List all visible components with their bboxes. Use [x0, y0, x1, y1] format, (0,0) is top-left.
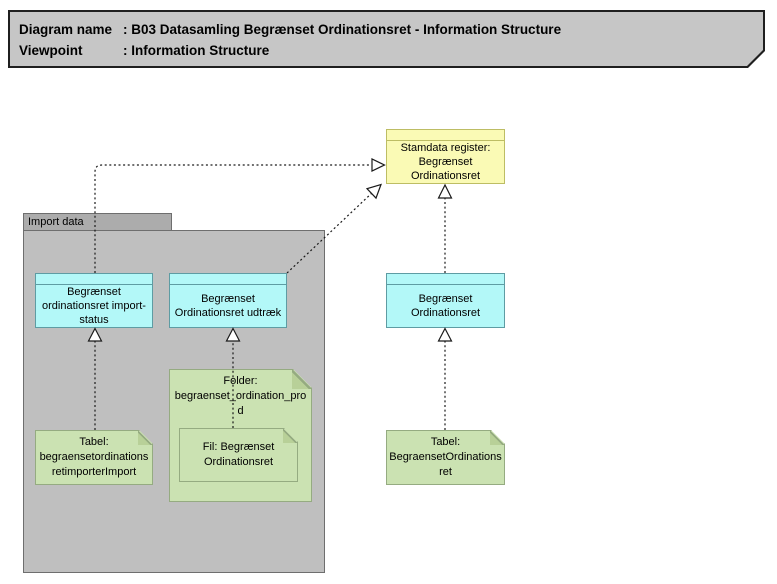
diagram-title-text: Diagram name : B03 Datasamling Begrænset …	[10, 12, 763, 66]
diagram-title-block: Diagram name : B03 Datasamling Begrænset …	[8, 10, 765, 68]
realization-arrowhead-icon	[365, 183, 382, 200]
note-fil-ordination-label: Fil: Begrænset Ordinationsret	[202, 441, 275, 468]
realization-arrowhead-icon	[437, 183, 453, 199]
node-udtraek-label: Begrænset Ordinationsret udtræk	[174, 293, 282, 319]
note-tabel-import: Tabel: begraensetordinationsretimporterI…	[35, 430, 153, 485]
note-tabel-import-label: Tabel: begraensetordinationsretimporterI…	[39, 436, 149, 478]
note-folder-prod-label: Folder: begraenset_ordination_prod	[174, 375, 307, 417]
title-value-diagram-name: : B03 Datasamling Begrænset Ordinationsr…	[123, 22, 562, 37]
title-label-diagram-name: Diagram name	[19, 22, 113, 37]
node-ordinationsret-header	[387, 274, 504, 285]
note-tabel-ordination: Tabel: BegraensetOrdinationsret	[386, 430, 505, 485]
node-ordinationsret: Begrænset Ordinationsret	[386, 273, 505, 328]
group-import-data-tab: Import data	[23, 213, 172, 231]
node-import-status-label: Begrænset ordinationsret import-status	[42, 286, 146, 326]
realization-tabel-ordination-to-ordinationsret	[437, 327, 453, 430]
node-stamdata-register: Stamdata register: Begrænset Ordinations…	[386, 129, 505, 184]
node-import-status-header	[36, 274, 152, 285]
title-value-viewpoint: : Information Structure	[123, 43, 270, 58]
title-row-diagram-name: Diagram name : B03 Datasamling Begrænset …	[19, 19, 763, 40]
note-fil-ordination: Fil: Begrænset Ordinationsret	[179, 428, 298, 482]
node-ordinationsret-label: Begrænset Ordinationsret	[410, 293, 481, 319]
realization-arrowhead-icon	[437, 327, 453, 342]
title-row-viewpoint: Viewpoint : Information Structure	[19, 40, 763, 61]
node-udtraek-header	[170, 274, 286, 285]
node-stamdata-register-header	[387, 130, 504, 141]
realization-arrowhead-icon	[371, 158, 386, 172]
realization-ordinationsret-to-stamdata	[437, 183, 453, 273]
node-udtraek: Begrænset Ordinationsret udtræk	[169, 273, 287, 328]
node-stamdata-register-label: Stamdata register: Begrænset Ordinations…	[400, 142, 491, 182]
title-label-viewpoint: Viewpoint	[19, 43, 83, 58]
note-tabel-ordination-label: Tabel: BegraensetOrdinationsret	[389, 436, 502, 478]
node-import-status: Begrænset ordinationsret import-status	[35, 273, 153, 328]
group-import-data-label: Import data	[28, 216, 84, 228]
